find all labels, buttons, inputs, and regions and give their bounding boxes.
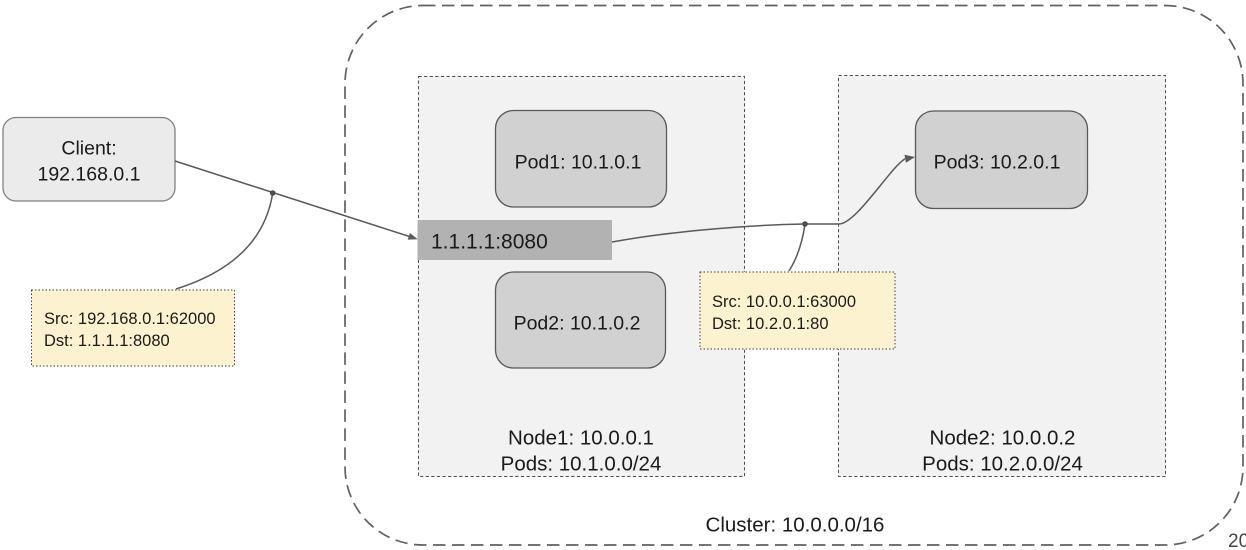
svg-text:Pod3: 10.2.0.1: Pod3: 10.2.0.1 (934, 152, 1061, 174)
svg-text:Node1: 10.0.0.1: Node1: 10.0.0.1 (508, 427, 654, 450)
svg-text:Dst: 1.1.1.1:8080: Dst: 1.1.1.1:8080 (44, 332, 170, 350)
svg-text:Pod2: 10.1.0.2: Pod2: 10.1.0.2 (514, 313, 641, 335)
svg-text:Src: 192.168.0.1:62000: Src: 192.168.0.1:62000 (44, 310, 216, 328)
svg-text:Cluster: 10.0.0.0/16: Cluster: 10.0.0.0/16 (706, 514, 885, 537)
svg-text:192.168.0.1: 192.168.0.1 (37, 164, 140, 186)
svg-text:20: 20 (1228, 531, 1246, 550)
svg-text:Pods: 10.1.0.0/24: Pods: 10.1.0.0/24 (501, 453, 662, 476)
svg-text:1.1.1.1:8080: 1.1.1.1:8080 (431, 231, 548, 254)
svg-text:Src: 10.0.0.1:63000: Src: 10.0.0.1:63000 (712, 293, 856, 311)
svg-text:Pods: 10.2.0.0/24: Pods: 10.2.0.0/24 (922, 453, 1083, 476)
svg-text:Node2: 10.0.0.2: Node2: 10.0.0.2 (930, 427, 1076, 450)
svg-text:Client:: Client: (61, 138, 116, 160)
svg-text:Dst: 10.2.0.1:80: Dst: 10.2.0.1:80 (712, 315, 829, 333)
svg-text:Pod1: 10.1.0.1: Pod1: 10.1.0.1 (515, 152, 642, 174)
